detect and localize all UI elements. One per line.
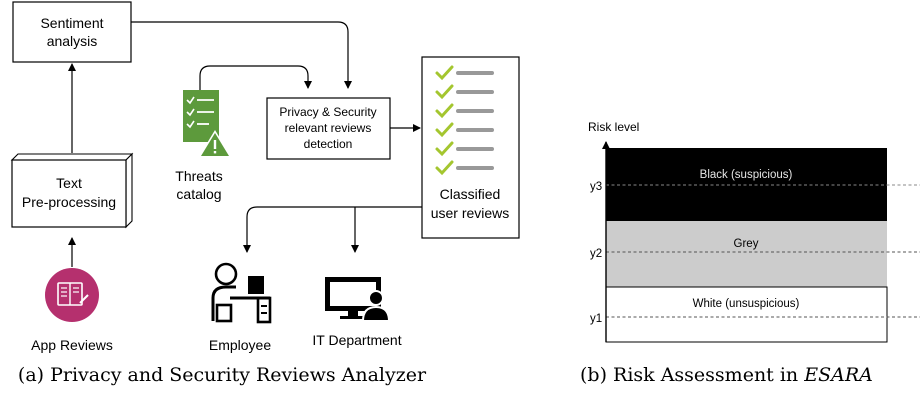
preprocessing-line2: Pre-processing	[22, 194, 116, 210]
detection-box: Privacy & Security relevant reviews dete…	[266, 97, 391, 160]
check-mark-icon	[435, 141, 454, 157]
threats-catalog-icon	[183, 90, 232, 158]
threats-line2: catalog	[176, 186, 221, 202]
text-preprocessing-box: Text Pre-processing	[10, 152, 134, 229]
band-label-black: Black (suspicious)	[700, 169, 793, 181]
employee-label: Employee	[209, 337, 271, 353]
detection-line3: detection	[304, 137, 353, 151]
band-grey	[606, 221, 887, 287]
it-department-icon	[325, 277, 391, 322]
app-reviews-icon	[45, 268, 99, 322]
arrow-threats-to-detection	[199, 65, 312, 98]
detection-line2: relevant reviews	[285, 121, 372, 135]
band-label-grey: Grey	[734, 238, 759, 250]
caption-b-em: ESARA	[803, 364, 873, 386]
classified-line1: Classified	[440, 186, 501, 202]
sentiment-line2: analysis	[47, 33, 98, 49]
caption-b-prefix: (b) Risk Assessment in	[580, 364, 804, 386]
check-mark-icon	[435, 160, 454, 176]
checklist-row	[435, 103, 494, 119]
check-mark-icon	[435, 103, 454, 119]
checklist-row	[435, 160, 494, 176]
preprocessing-line1: Text	[56, 175, 82, 191]
band-white	[605, 286, 888, 343]
check-mark-icon	[435, 122, 454, 138]
classified-reviews-box: Classified user reviews	[421, 56, 520, 239]
checklist-row	[435, 122, 494, 138]
band-label-white: White (unsuspicious)	[693, 298, 800, 310]
y-axis-label: Risk level	[588, 120, 639, 134]
threshold-label-y3: y3	[590, 181, 602, 193]
sentiment-analysis-box: Sentiment analysis	[12, 1, 132, 63]
threshold-label-y1: y1	[590, 313, 602, 325]
it-department-label: IT Department	[312, 332, 401, 348]
check-mark-icon	[435, 65, 454, 81]
figure-a: Sentiment analysis Text Pre-processing A…	[10, 1, 520, 386]
caption-a: (a) Privacy and Security Reviews Analyze…	[18, 364, 427, 386]
sentiment-line1: Sentiment	[40, 15, 103, 31]
detection-line1: Privacy & Security	[279, 105, 376, 119]
figure-b: Risk level Black (suspicious) Grey White…	[580, 120, 920, 386]
arrow-classified-to-employee	[243, 206, 422, 253]
app-reviews-label: App Reviews	[31, 337, 113, 353]
checklist-row	[435, 141, 494, 157]
classified-line2: user reviews	[431, 205, 510, 221]
arrow-sentiment-to-detection	[131, 21, 352, 89]
threats-line1: Threats	[175, 168, 222, 184]
check-mark-icon	[435, 84, 454, 100]
checklist-row	[435, 84, 494, 100]
checklist-row	[435, 65, 494, 81]
caption-b: (b) Risk Assessment in ESARA	[580, 364, 873, 386]
threshold-label-y2: y2	[590, 248, 602, 260]
checklist-icon	[435, 65, 494, 176]
employee-icon	[211, 262, 272, 324]
